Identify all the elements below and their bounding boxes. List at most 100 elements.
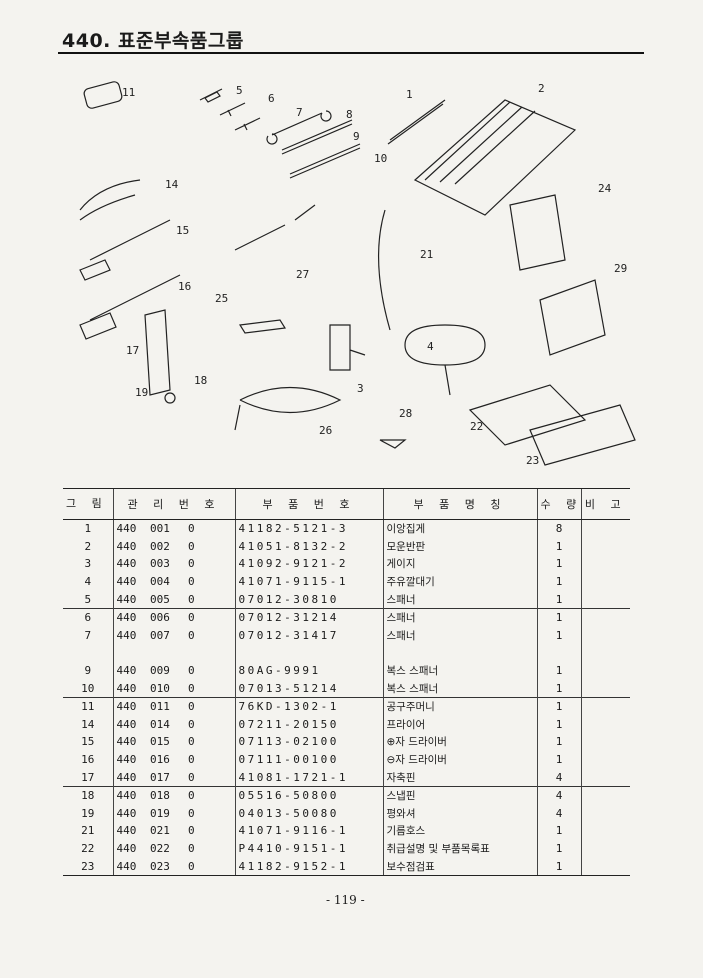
row-figure-no: 22 <box>81 841 95 855</box>
row-part-name: ⊕자 드라이버 <box>382 733 537 751</box>
row-part-name: 공구주머니 <box>382 696 537 716</box>
row-variant: 0 <box>185 696 235 716</box>
row-part-number: 41182-5121-3 <box>234 519 383 538</box>
row-figure-no: 16 <box>81 753 95 767</box>
row-part-number: 07012-31214 <box>234 607 383 627</box>
title-rule <box>58 52 644 54</box>
row-quantity: 1 <box>536 679 581 698</box>
row-figure-no: 18 <box>63 785 113 805</box>
row-remarks <box>580 785 630 805</box>
row-remarks <box>580 626 630 645</box>
row-remarks <box>580 857 630 876</box>
row-sequence: 015 <box>150 735 170 749</box>
row-remarks <box>580 679 630 698</box>
callout-label: 8 <box>346 108 353 121</box>
row-figure-no: 9 <box>84 664 92 678</box>
callout-label: 25 <box>215 292 228 305</box>
row-part-number: 76KD-1302-1 <box>234 696 383 716</box>
row-variant: 0 <box>188 717 195 731</box>
row-quantity: 1 <box>536 733 581 751</box>
row-part-number: 41092-9121-2 <box>234 555 383 573</box>
callout-label: 18 <box>194 374 207 387</box>
row-part-number: 05516-50800 <box>234 785 383 805</box>
row-part-name: 보수점검표 <box>382 857 537 876</box>
callout-label: 3 <box>357 382 364 395</box>
row-remarks <box>580 555 630 573</box>
callout-label: 16 <box>178 280 191 293</box>
row-category-code: 440 <box>112 822 147 840</box>
header-mgmt-no: 관 리 번 호 <box>112 488 235 520</box>
callout-label: 7 <box>296 106 303 119</box>
callout-label: 4 <box>427 340 434 353</box>
row-quantity: 4 <box>536 785 581 805</box>
row-category-code: 440 <box>112 555 147 573</box>
row-variant <box>185 644 235 662</box>
row-variant: 0 <box>188 592 195 606</box>
row-quantity: 1 <box>536 822 581 840</box>
row-variant: 0 <box>185 607 235 627</box>
row-category-code: 440 <box>112 626 147 645</box>
row-part-name: 스냅핀 <box>382 785 537 805</box>
header-qty: 수 량 <box>536 488 581 520</box>
callout-label: 9 <box>353 130 360 143</box>
row-remarks <box>580 537 630 556</box>
row-sequence: 016 <box>150 753 170 767</box>
row-part-number: 07111-00100 <box>234 750 383 769</box>
callout-label: 6 <box>268 92 275 105</box>
row-category-code: 440 <box>112 839 147 858</box>
row-sequence: 011 <box>147 696 185 716</box>
callout-label: 29 <box>614 262 627 275</box>
page-number: - 119 - <box>326 893 365 907</box>
row-variant: 0 <box>185 857 235 876</box>
row-part-name: 자축핀 <box>382 768 537 787</box>
row-part-name: 게이지 <box>382 555 537 573</box>
row-remarks <box>580 572 630 591</box>
callout-label: 14 <box>165 178 179 191</box>
row-sequence: 005 <box>150 592 170 606</box>
row-sequence: 004 <box>150 575 170 589</box>
row-part-number: 07013-51214 <box>234 679 383 698</box>
row-quantity: 4 <box>536 768 581 787</box>
row-figure-no: 5 <box>84 592 92 606</box>
row-sequence: 023 <box>147 857 185 876</box>
row-figure-no: 14 <box>81 717 95 731</box>
row-part-number: 41071-9116-1 <box>234 822 383 840</box>
callout-label: 24 <box>598 182 612 195</box>
row-quantity: 1 <box>536 626 581 645</box>
callout-label: 21 <box>420 248 433 261</box>
row-part-number: 41081-1721-1 <box>234 768 383 787</box>
row-sequence: 019 <box>150 806 170 820</box>
row-figure-no: 21 <box>81 824 95 838</box>
row-quantity: 8 <box>536 519 581 538</box>
callout-label: 23 <box>526 454 539 467</box>
callout-label: 27 <box>296 268 309 281</box>
row-figure-no: 7 <box>84 628 92 642</box>
callout-label: 11 <box>122 86 135 99</box>
row-sequence <box>147 644 185 662</box>
row-category-code: 440 <box>112 785 147 805</box>
row-remarks <box>580 768 630 787</box>
row-sequence: 002 <box>150 539 170 553</box>
row-quantity: 1 <box>536 839 581 858</box>
row-quantity: 1 <box>536 607 581 627</box>
row-figure-no <box>63 644 113 662</box>
parts-illustration: 11 5 6 7 8 1 2 9 10 14 24 15 21 27 29 16… <box>79 81 636 467</box>
row-figure-no: 10 <box>81 681 95 695</box>
row-figure-no: 19 <box>81 806 95 820</box>
header-part-no: 부 품 번 호 <box>234 488 383 520</box>
callout-label: 2 <box>538 82 545 95</box>
row-category-code: 440 <box>112 572 147 591</box>
row-quantity: 1 <box>536 572 581 591</box>
row-part-number: 41051-8132-2 <box>234 537 383 556</box>
row-category-code: 440 <box>112 661 147 680</box>
row-part-name: 모운반판 <box>382 537 537 556</box>
row-variant: 0 <box>188 753 195 767</box>
row-figure-no: 1 <box>84 522 92 536</box>
row-remarks <box>580 607 630 627</box>
callout-label: 5 <box>236 84 243 97</box>
